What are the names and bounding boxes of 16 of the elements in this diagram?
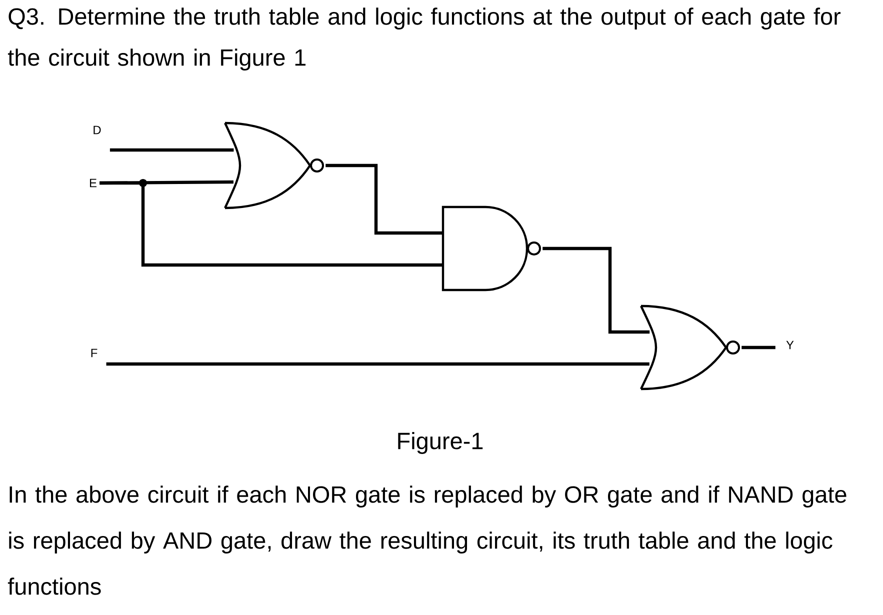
wire (106, 362, 650, 366)
signal-label: Y (786, 340, 794, 350)
wire (542, 246, 650, 334)
wire (100, 181, 443, 267)
figure-caption: Figure-1 (398, 432, 483, 454)
nor-gate (224, 122, 324, 210)
wire (742, 346, 776, 350)
question-text: Q3. Determine the truth table and logic functions at the output of each gate for the circuit shown in Figure 1 (8, 8, 840, 70)
signal-label: F (91, 348, 98, 358)
signal-label: D (94, 126, 101, 134)
question-text: In the above circuit if each NOR gate is replaced by OR gate and if NAND gate is replaced by AND gate, draw the resulting circuit, its truth table and the logic functions (8, 486, 846, 595)
wire (326, 164, 443, 235)
wire (110, 148, 234, 152)
nand-gate (442, 206, 541, 292)
signal-label: E (90, 178, 96, 188)
nor-gate (640, 304, 740, 390)
